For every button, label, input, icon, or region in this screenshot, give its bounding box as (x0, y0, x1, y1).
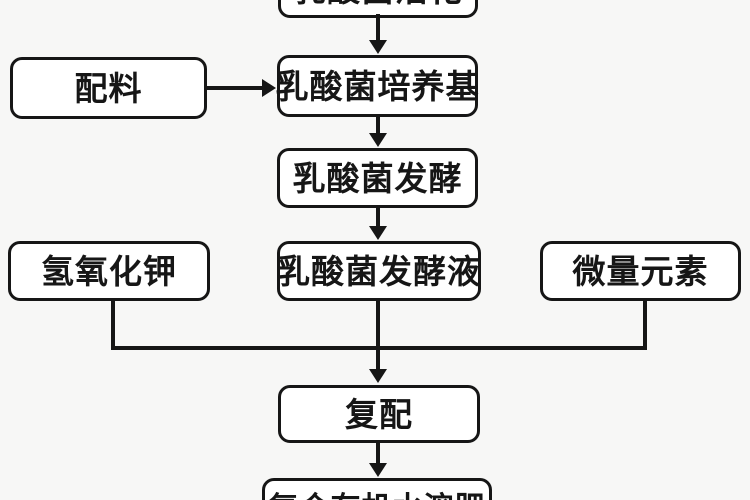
node-koh: 氢氧化钾 (8, 241, 210, 301)
node-broth: 乳酸菌发酵液 (277, 241, 481, 301)
node-medium-label: 乳酸菌培养基 (275, 66, 480, 106)
node-koh-label: 氢氧化钾 (41, 251, 177, 291)
node-compounding: 复配 (278, 385, 480, 443)
edge-trace-drop-line (643, 301, 647, 350)
edge-koh-drop-line (111, 301, 115, 350)
node-product-label: 复合有机水溶肥 (269, 494, 486, 500)
node-activation-label: 乳酸菌活化 (293, 0, 463, 6)
edge-fermentation-broth-line (376, 208, 380, 228)
edge-medium-fermentation-arrowhead (369, 133, 387, 147)
node-fermentation: 乳酸菌发酵 (277, 148, 478, 208)
edge-activation-medium-arrowhead (369, 40, 387, 54)
node-broth-label: 乳酸菌发酵液 (277, 251, 481, 291)
edge-broth-compounding-line (376, 301, 380, 371)
edge-activation-medium-line (376, 14, 380, 42)
edge-ingredients-medium-arrowhead (262, 79, 276, 97)
node-medium: 乳酸菌培养基 (275, 55, 480, 117)
edge-fermentation-broth-arrowhead (369, 226, 387, 240)
node-ingredients-label: 配料 (74, 68, 143, 108)
node-trace: 微量元素 (540, 241, 741, 301)
node-product: 复合有机水溶肥 (262, 478, 492, 500)
edge-ingredients-medium-line (207, 86, 263, 90)
edge-medium-fermentation-line (376, 117, 380, 135)
edge-compounding-product-arrowhead (369, 463, 387, 477)
node-ingredients: 配料 (10, 57, 207, 119)
edge-compounding-product-line (376, 443, 380, 465)
node-fermentation-label: 乳酸菌发酵 (292, 158, 463, 198)
node-compounding-label: 复配 (345, 394, 413, 434)
edge-broth-compounding-arrowhead (369, 369, 387, 383)
node-trace-label: 微量元素 (572, 251, 709, 291)
